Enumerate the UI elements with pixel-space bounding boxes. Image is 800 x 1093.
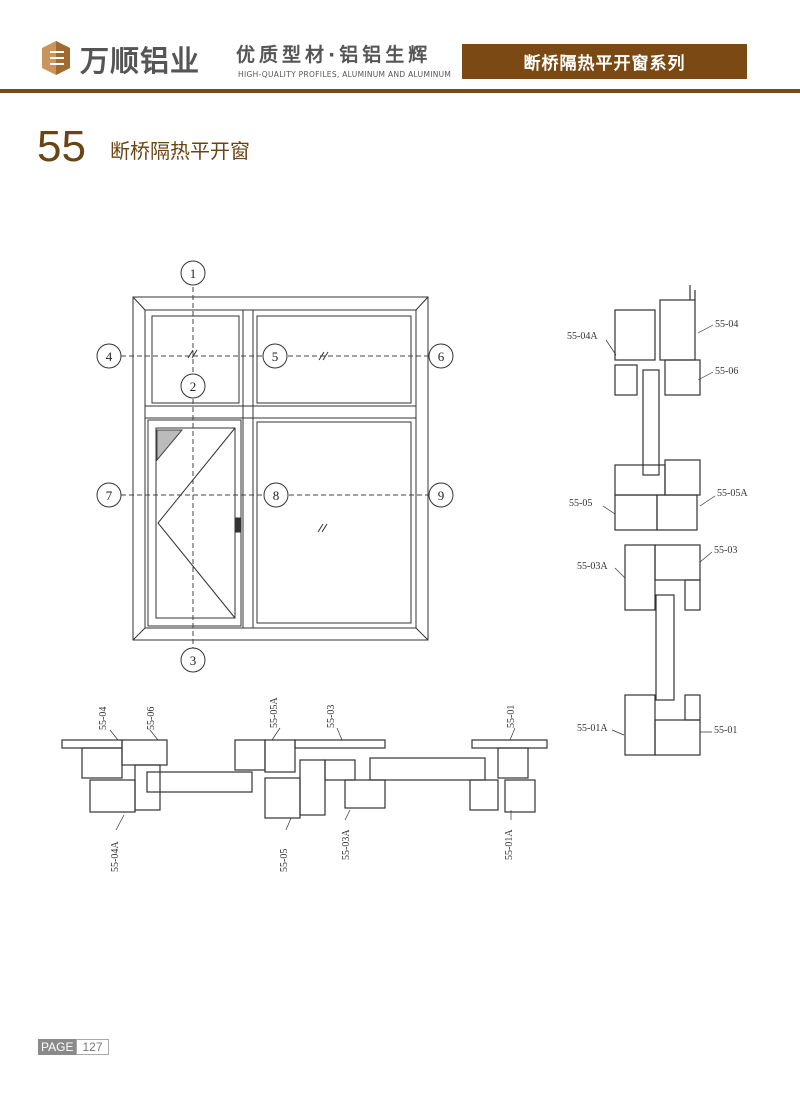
hlabel-55-01A: 55-01A bbox=[504, 829, 515, 860]
vertical-leaders bbox=[602, 324, 716, 736]
vlabel-55-05: 55-05 bbox=[569, 498, 592, 509]
section-title: 断桥隔热平开窗 bbox=[110, 139, 250, 163]
section-number: 55 bbox=[37, 122, 86, 171]
marker-6: 6 bbox=[438, 349, 445, 364]
hlabel-55-06: 55-06 bbox=[146, 707, 157, 730]
marker-8: 8 bbox=[273, 488, 280, 503]
hlabel-55-05A: 55-05A bbox=[269, 697, 280, 728]
vlabel-55-01A: 55-01A bbox=[577, 723, 608, 734]
hlabel-55-05: 55-05 bbox=[279, 849, 290, 872]
marker-3: 3 bbox=[190, 653, 197, 668]
page-label: PAGE bbox=[38, 1039, 77, 1055]
window-elevation bbox=[121, 287, 429, 648]
vlabel-55-01: 55-01 bbox=[714, 725, 737, 736]
horizontal-section bbox=[61, 739, 548, 819]
marker-9: 9 bbox=[438, 488, 445, 503]
hlabel-55-01: 55-01 bbox=[506, 705, 517, 728]
vlabel-55-05A: 55-05A bbox=[717, 488, 748, 499]
vlabel-55-03: 55-03 bbox=[714, 545, 737, 556]
vlabel-55-04A: 55-04A bbox=[567, 331, 598, 342]
marker-7: 7 bbox=[106, 488, 113, 503]
marker-2: 2 bbox=[190, 379, 197, 394]
horizontal-leaders bbox=[109, 727, 516, 831]
vlabel-55-04: 55-04 bbox=[715, 319, 738, 330]
vertical-section bbox=[614, 285, 701, 756]
page-value: 127 bbox=[76, 1039, 109, 1055]
series-banner: 断桥隔热平开窗系列 bbox=[462, 44, 747, 79]
marker-4: 4 bbox=[106, 349, 113, 364]
hlabel-55-03: 55-03 bbox=[326, 705, 337, 728]
vlabel-55-03A: 55-03A bbox=[577, 561, 608, 572]
marker-5: 5 bbox=[272, 349, 279, 364]
marker-1: 1 bbox=[190, 266, 197, 281]
brand-logo-icon bbox=[42, 41, 70, 75]
brand-name: 万顺铝业 bbox=[80, 44, 201, 78]
hlabel-55-04: 55-04 bbox=[98, 707, 109, 730]
header-divider bbox=[0, 89, 800, 93]
vlabel-55-06: 55-06 bbox=[715, 366, 738, 377]
slogan-english: HIGH-QUALITY PROFILES, ALUMINUM AND ALUM… bbox=[238, 70, 452, 79]
hlabel-55-04A: 55-04A bbox=[110, 841, 121, 872]
hlabel-55-03A: 55-03A bbox=[341, 829, 352, 860]
page-number: PAGE 127 bbox=[38, 1039, 109, 1055]
slogan: 优质型材·铝铝生辉 bbox=[236, 44, 432, 66]
elevation-markers bbox=[96, 260, 454, 673]
